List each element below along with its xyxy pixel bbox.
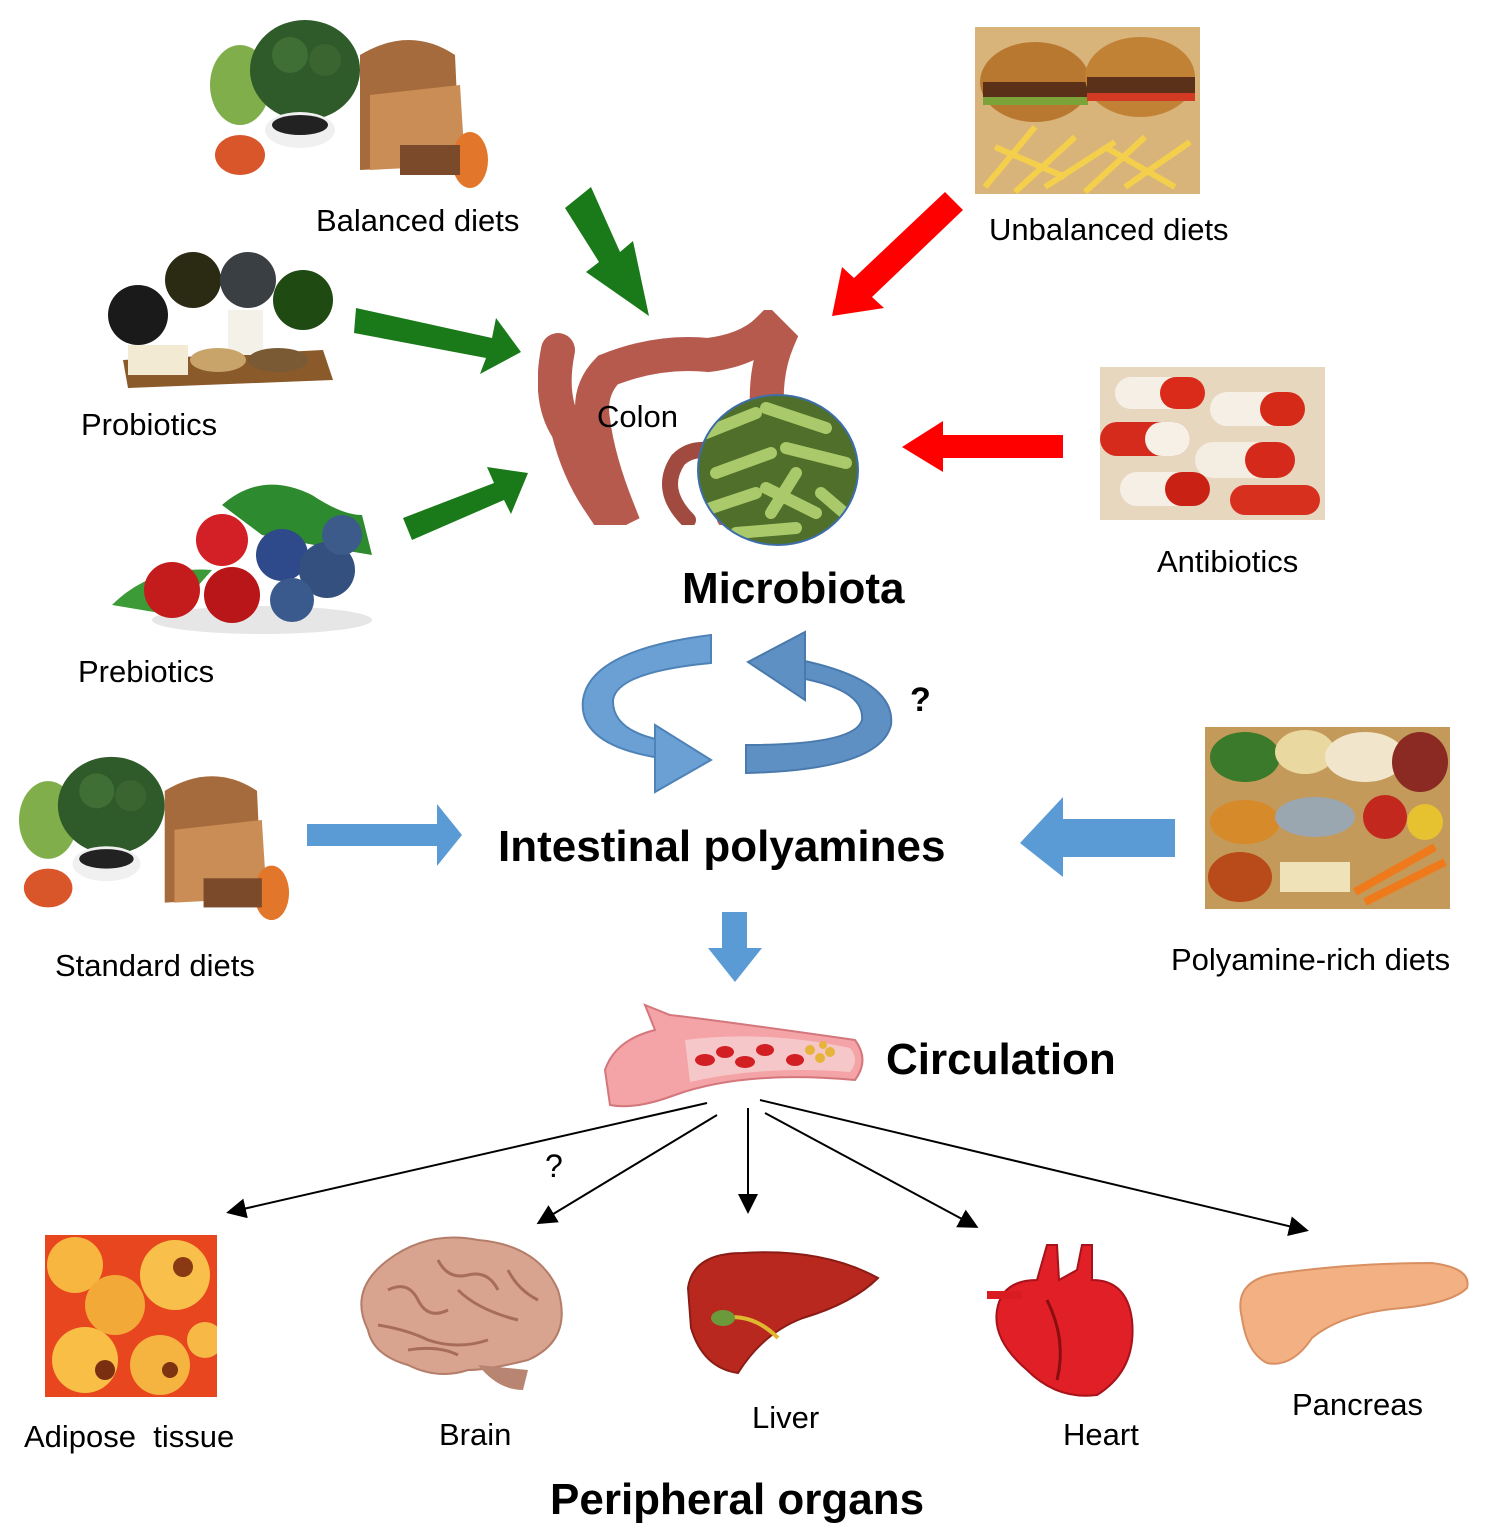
circulation-title: Circulation	[886, 1035, 1116, 1084]
unbalanced-diet-fast-food-photo	[975, 27, 1200, 194]
peripheral-organs-title: Peripheral organs	[550, 1475, 925, 1524]
bacteria-micrograph-icon	[697, 394, 859, 546]
brain-label: Brain	[439, 1417, 512, 1452]
prebiotics-label: Prebiotics	[78, 654, 215, 689]
liver-illustration	[686, 1251, 880, 1375]
prebiotics-berries-photo	[112, 484, 372, 634]
heart-label: Heart	[1063, 1417, 1139, 1452]
probiotics-arrow	[354, 308, 521, 374]
cycle-left-arrow	[581, 633, 713, 794]
adipose-cell-photo	[45, 1235, 217, 1397]
pancreas-label: Pancreas	[1292, 1387, 1423, 1422]
blood-vessel-illustration	[603, 1003, 864, 1108]
to-brain-arrow	[536, 1114, 718, 1225]
standard-diet-arrow	[307, 804, 462, 866]
microbiota-title: Microbiota	[682, 564, 905, 613]
adipose-tissue-label: Adipose tissue	[24, 1419, 235, 1454]
heart-illustration	[987, 1244, 1134, 1397]
polyamine-rich-arrow	[1020, 797, 1175, 877]
probiotics-label: Probiotics	[81, 407, 218, 442]
balanced-diet-arrow	[565, 187, 649, 316]
unbalanced-diets-label: Unbalanced diets	[989, 212, 1229, 247]
cycle-right-arrow	[745, 630, 893, 775]
balanced-diet-food-photo	[210, 15, 490, 190]
colon-label: Colon	[597, 399, 678, 434]
polyamine-rich-food-photo	[1205, 727, 1450, 909]
antibiotics-label: Antibiotics	[1157, 544, 1299, 579]
prebiotics-arrow	[403, 467, 528, 540]
brain-question-mark: ?	[545, 1148, 563, 1184]
to-adipose-arrow	[226, 1102, 708, 1219]
unbalanced-diet-arrow	[832, 192, 963, 316]
to-heart-arrow	[764, 1112, 979, 1228]
pancreas-illustration	[1239, 1261, 1469, 1365]
polyamine-rich-diets-label: Polyamine-rich diets	[1171, 942, 1451, 977]
probiotics-photo	[108, 252, 333, 388]
standard-diet-food-photo	[19, 756, 290, 921]
to-pancreas-arrow	[759, 1099, 1309, 1237]
liver-label: Liver	[752, 1400, 820, 1435]
brain-illustration	[360, 1236, 563, 1390]
antibiotics-capsules-photo	[1100, 367, 1325, 520]
antibiotics-arrow	[902, 421, 1063, 472]
standard-diets-label: Standard diets	[55, 948, 255, 983]
balanced-diets-label: Balanced diets	[316, 203, 520, 238]
intestinal-polyamines-title: Intestinal polyamines	[498, 822, 946, 871]
polyamines-to-circulation-arrow	[708, 912, 762, 982]
cycle-question-mark: ?	[910, 681, 931, 719]
